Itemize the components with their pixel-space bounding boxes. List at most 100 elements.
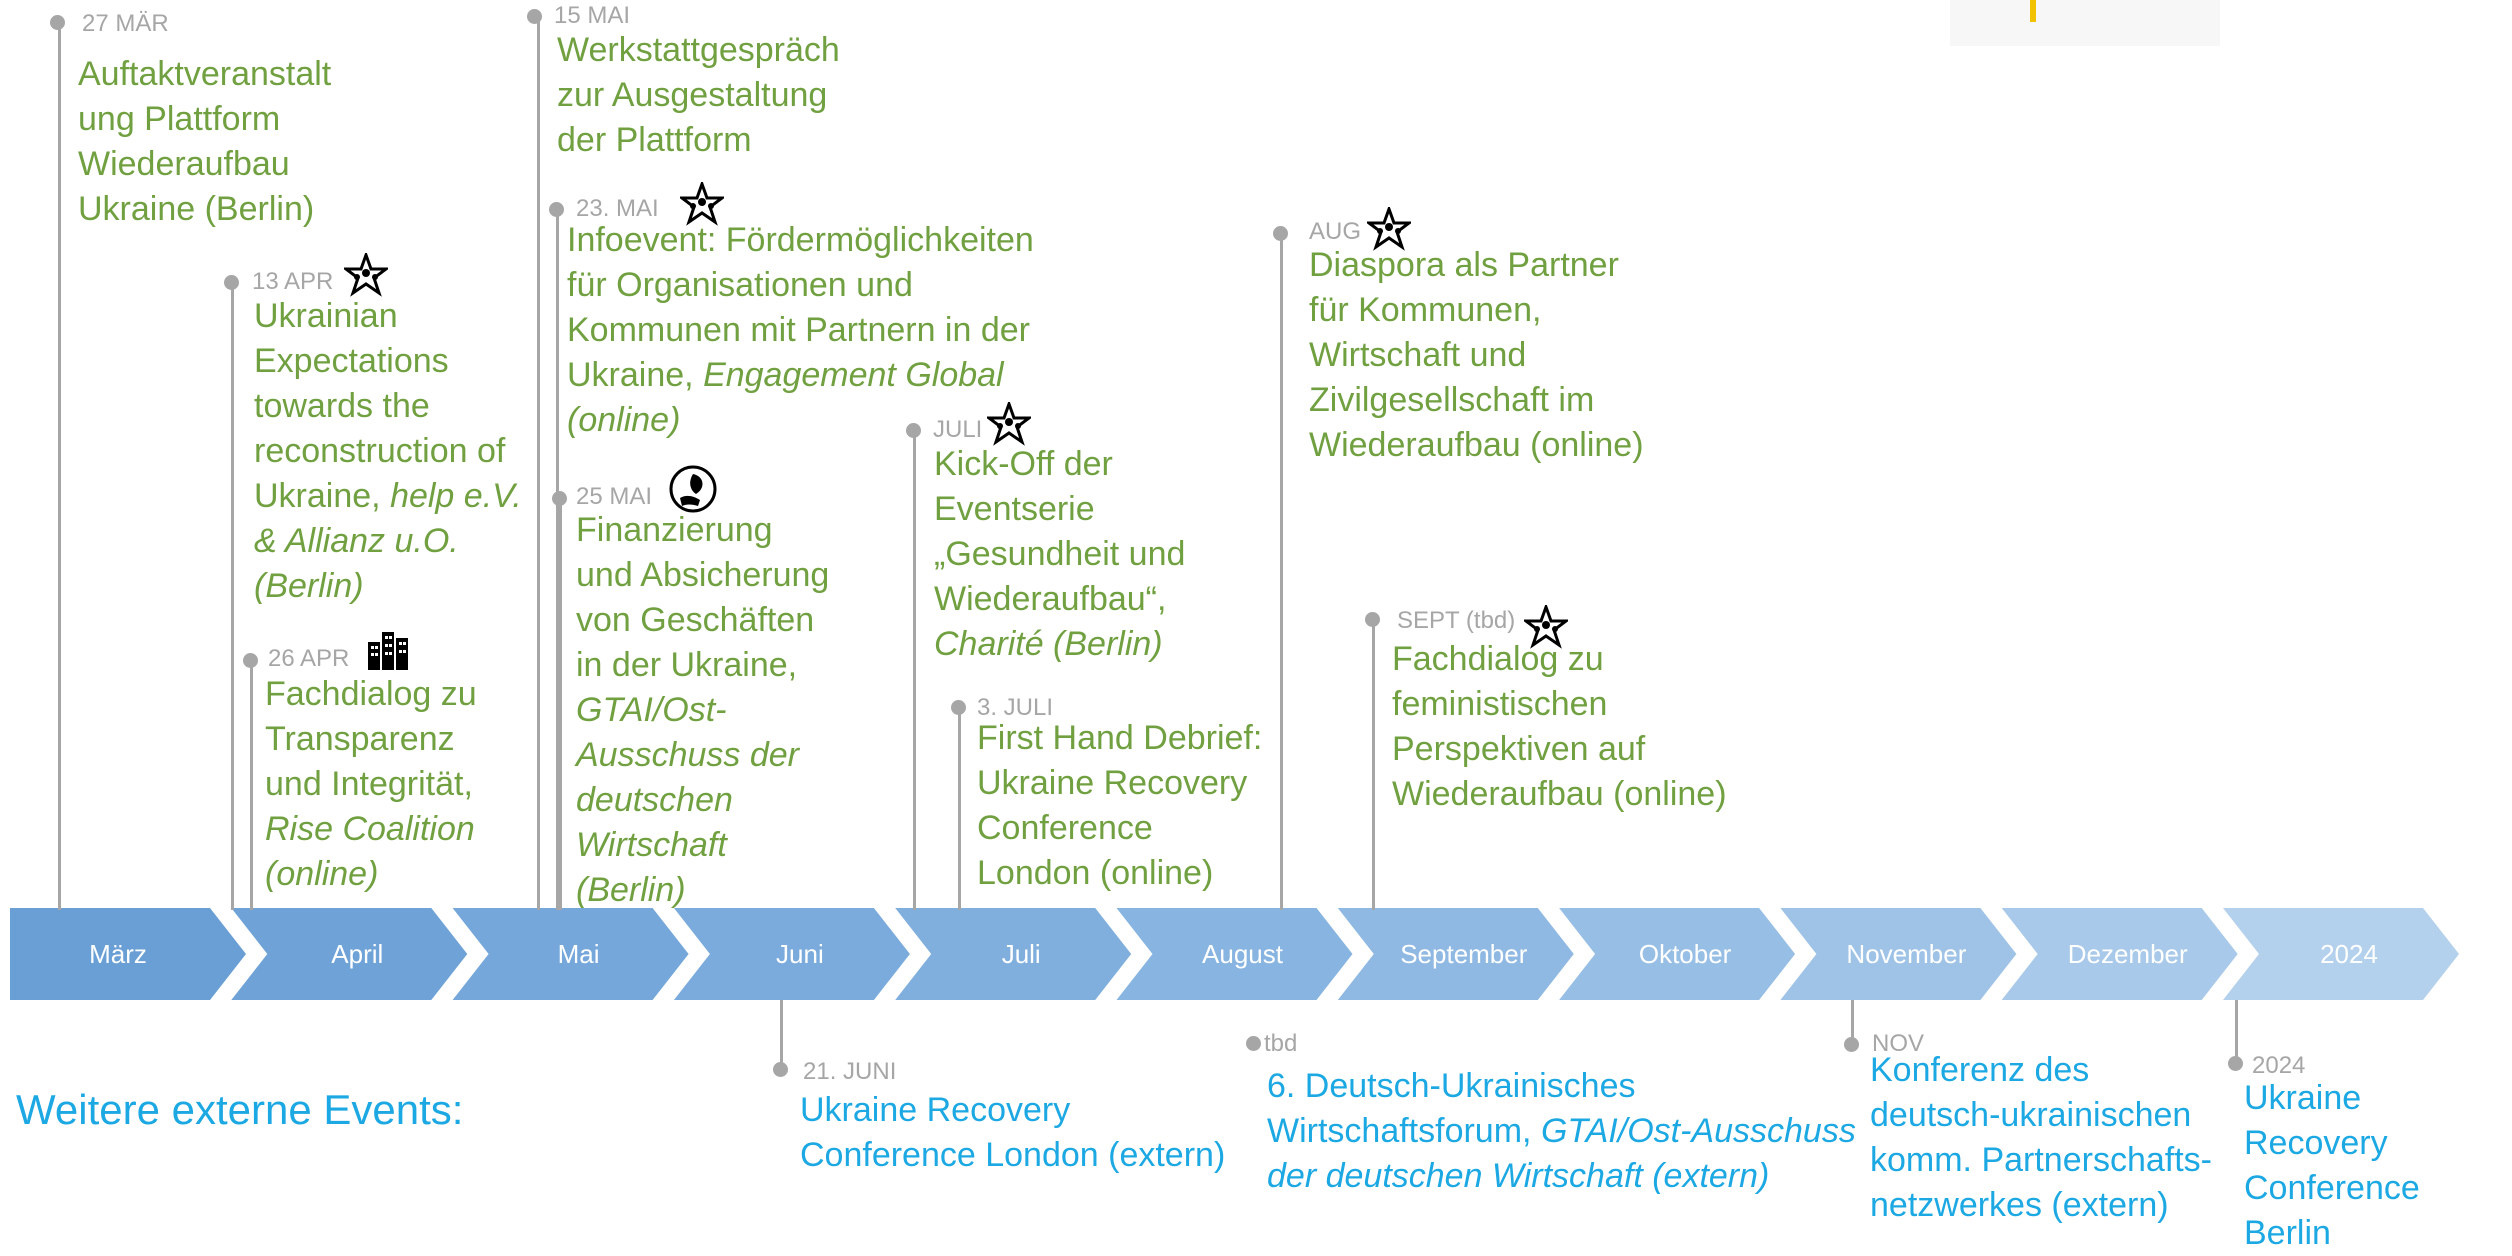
event-line: Wiederaufbau“, <box>934 580 1167 618</box>
month-label: Juni <box>776 939 824 969</box>
event-organizer: Engagement Global <box>703 356 1004 394</box>
event-location: (Berlin) <box>254 567 364 605</box>
event-date: SEPT (tbd) <box>1397 607 1516 634</box>
event-line: Conference <box>977 809 1153 847</box>
dot-apr26 <box>243 653 258 668</box>
event-organizer: deutschen <box>576 781 733 819</box>
event-line: Kick-Off der <box>934 445 1113 483</box>
dot-juli <box>906 423 921 438</box>
event-organizer: Charité (Berlin) <box>934 625 1163 663</box>
stem-2024 <box>2235 1000 2238 1062</box>
event-line: Fachdialog zu <box>1392 640 1604 678</box>
dot-mai25 <box>552 491 567 506</box>
event-line: Perspektiven auf <box>1392 730 1646 768</box>
event-organizer: GTAI/Ost-Ausschuss <box>1540 1112 1856 1150</box>
event-line: Charité (Berlin) <box>934 622 1185 667</box>
yellow-accent-bar <box>2030 0 2036 22</box>
star-people-icon <box>1367 207 1411 251</box>
event-line: Conference Berlin <box>2244 1169 2420 1252</box>
stem-juli3 <box>958 708 961 910</box>
event-line: London (online) <box>977 854 1214 892</box>
event-line: Wiederaufbau <box>78 145 290 183</box>
event-line: Kommunen mit Partnern in der <box>567 311 1030 349</box>
external-juni21: Ukraine Recovery Conference London (exte… <box>800 1088 1225 1178</box>
star-people-icon <box>1524 605 1568 649</box>
event-line: GTAI/Ost- <box>576 688 829 733</box>
event-line: ung Plattform <box>78 100 281 138</box>
event-line: & Allianz u.O. <box>254 519 522 564</box>
event-line: „Gesundheit und <box>934 535 1186 573</box>
star-people-icon <box>344 253 388 297</box>
event-line: (Berlin) <box>576 868 829 913</box>
stem-mai15 <box>537 17 540 910</box>
event-line: Finanzierung <box>576 511 773 549</box>
event-line: Werkstattgespräch <box>557 31 840 69</box>
event-mai25: Finanzierung und Absicherung von Geschäf… <box>576 508 829 913</box>
event-line: Transparenz <box>265 720 455 758</box>
event-date: 21. JUNI <box>803 1058 897 1085</box>
stem-juli <box>913 432 916 910</box>
month-label: September <box>1400 939 1528 969</box>
event-organizer: Ausschuss der <box>576 736 799 774</box>
event-line: Wiederaufbau (online) <box>1309 426 1644 464</box>
event-line: von Geschäften <box>576 601 815 639</box>
event-line: Ukraine Recovery <box>2244 1079 2388 1162</box>
city-buildings-icon <box>368 632 408 670</box>
event-aug: Diaspora als Partner für Kommunen, Wirts… <box>1309 243 1644 468</box>
event-line: Eventserie <box>934 490 1095 528</box>
month-label: Dezember <box>2068 939 2188 969</box>
event-date: JULI <box>933 416 983 443</box>
event-line: Conference London (extern) <box>800 1136 1226 1174</box>
event-text: Ukraine, <box>567 356 704 394</box>
dot-2024 <box>2228 1056 2243 1071</box>
stem-juni21 <box>780 1000 783 1068</box>
event-line: Ukraine, help e.V. <box>254 474 522 519</box>
dot-juni21 <box>773 1062 788 1077</box>
event-maer27: Auftaktveranstalt ung Plattform Wiederau… <box>78 52 331 232</box>
event-line: (Berlin) <box>254 564 522 609</box>
event-line: Zivilgesellschaft im <box>1309 381 1595 419</box>
month-label: Mai <box>558 939 600 969</box>
event-mai15: Werkstattgespräch zur Ausgestaltung der … <box>557 28 840 163</box>
event-date: 3. JULI <box>977 694 1054 721</box>
month-chevron <box>231 908 468 1000</box>
event-line: Wirtschaft und <box>1309 336 1527 374</box>
stem-apr13 <box>231 284 234 910</box>
external-nov: Konferenz des deutsch-ukrainischen komm.… <box>1870 1048 2212 1228</box>
hand-leaf-icon <box>669 465 717 513</box>
stem-mai23 <box>556 211 559 910</box>
event-date: NOV <box>1872 1030 1925 1057</box>
event-line: Ukraine Recovery <box>977 764 1248 802</box>
event-line: Fachdialog zu <box>265 675 477 713</box>
month-label: August <box>1202 939 1284 969</box>
event-juli3: First Hand Debrief: Ukraine Recovery Con… <box>977 716 1262 896</box>
event-line: komm. Partnerschafts- <box>1870 1141 2212 1179</box>
event-line: netzwerkes (extern) <box>1870 1186 2169 1224</box>
event-line: für Kommunen, <box>1309 291 1542 329</box>
dot-apr13 <box>224 275 239 290</box>
event-date: 23. MAI <box>576 195 659 222</box>
event-line: in der Ukraine, <box>576 646 798 684</box>
event-date: 13 APR <box>252 268 334 295</box>
event-line: Rise Coalition <box>265 807 477 852</box>
stem-mai25 <box>559 499 562 910</box>
event-line: Wirtschaft <box>576 823 829 868</box>
stem-aug <box>1280 235 1283 910</box>
event-line: Ukraine Recovery <box>800 1091 1071 1129</box>
event-sept: Fachdialog zu feministischen Perspektive… <box>1392 637 1727 817</box>
event-date: AUG <box>1309 218 1362 245</box>
event-line: deutsch-ukrainischen <box>1870 1096 2192 1134</box>
event-location: (Berlin) <box>576 871 686 909</box>
event-apr13: Ukrainian Expectations towards the recon… <box>254 294 522 609</box>
month-chevron <box>673 908 910 1000</box>
month-label: November <box>1846 939 1966 969</box>
dot-mai15 <box>527 9 542 24</box>
month-chevron <box>1337 908 1574 1000</box>
month-label: Juli <box>1002 939 1041 969</box>
event-line: für Organisationen und <box>567 266 913 304</box>
month-chevron <box>2223 908 2459 1000</box>
event-organizer: & Allianz u.O. <box>254 522 459 560</box>
event-line: Konferenz des <box>1870 1051 2090 1089</box>
event-line: Diaspora als Partner <box>1309 246 1619 284</box>
dot-maer27 <box>50 15 65 30</box>
